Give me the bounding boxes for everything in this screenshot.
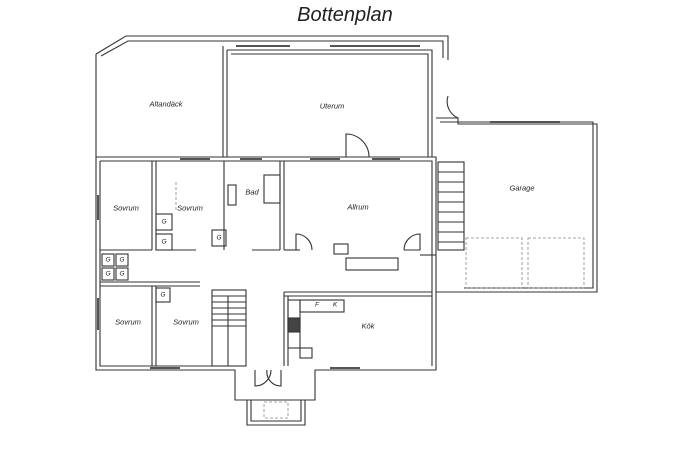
wardrobe-label: G [160,291,166,299]
freezer-label: K [332,301,338,309]
wardrobe-label: G [119,256,125,264]
room-label-bad: Bad [245,187,259,197]
wardrobe-label: G [105,256,111,264]
room-label-kok: Kök [361,321,375,331]
stair-garage [437,161,465,251]
deck-inner [100,40,444,58]
room-label-sovrum: Sovrum [113,203,139,213]
wardrobe-label: G [105,270,111,278]
exterior-wall [95,156,437,401]
wardrobe-label: G [216,234,222,242]
deck-outline [95,35,449,157]
room-label-sovrum: Sovrum [173,317,199,327]
door-uterum [345,133,370,158]
wardrobe-label: G [161,238,167,246]
room-label-uterum: Uterum [319,101,345,111]
door-allrum [295,233,313,251]
wardrobe-label: G [119,270,125,278]
wardrobe-label: G [161,218,167,226]
room-label-allrum: Allrum [347,202,369,212]
room-label-altandack: Altandäck [149,99,183,109]
room-label-sovrum: Sovrum [177,203,203,213]
room-label-sovrum: Sovrum [115,317,141,327]
fridge-label: F [315,301,319,309]
stair-main [211,289,247,367]
uterum-wall [227,49,433,157]
porch [246,400,306,426]
door-entry [254,369,272,387]
garage-outline [436,117,598,293]
room-label-garage: Garage [509,183,535,193]
plan-title: Bottenplan [297,4,393,26]
